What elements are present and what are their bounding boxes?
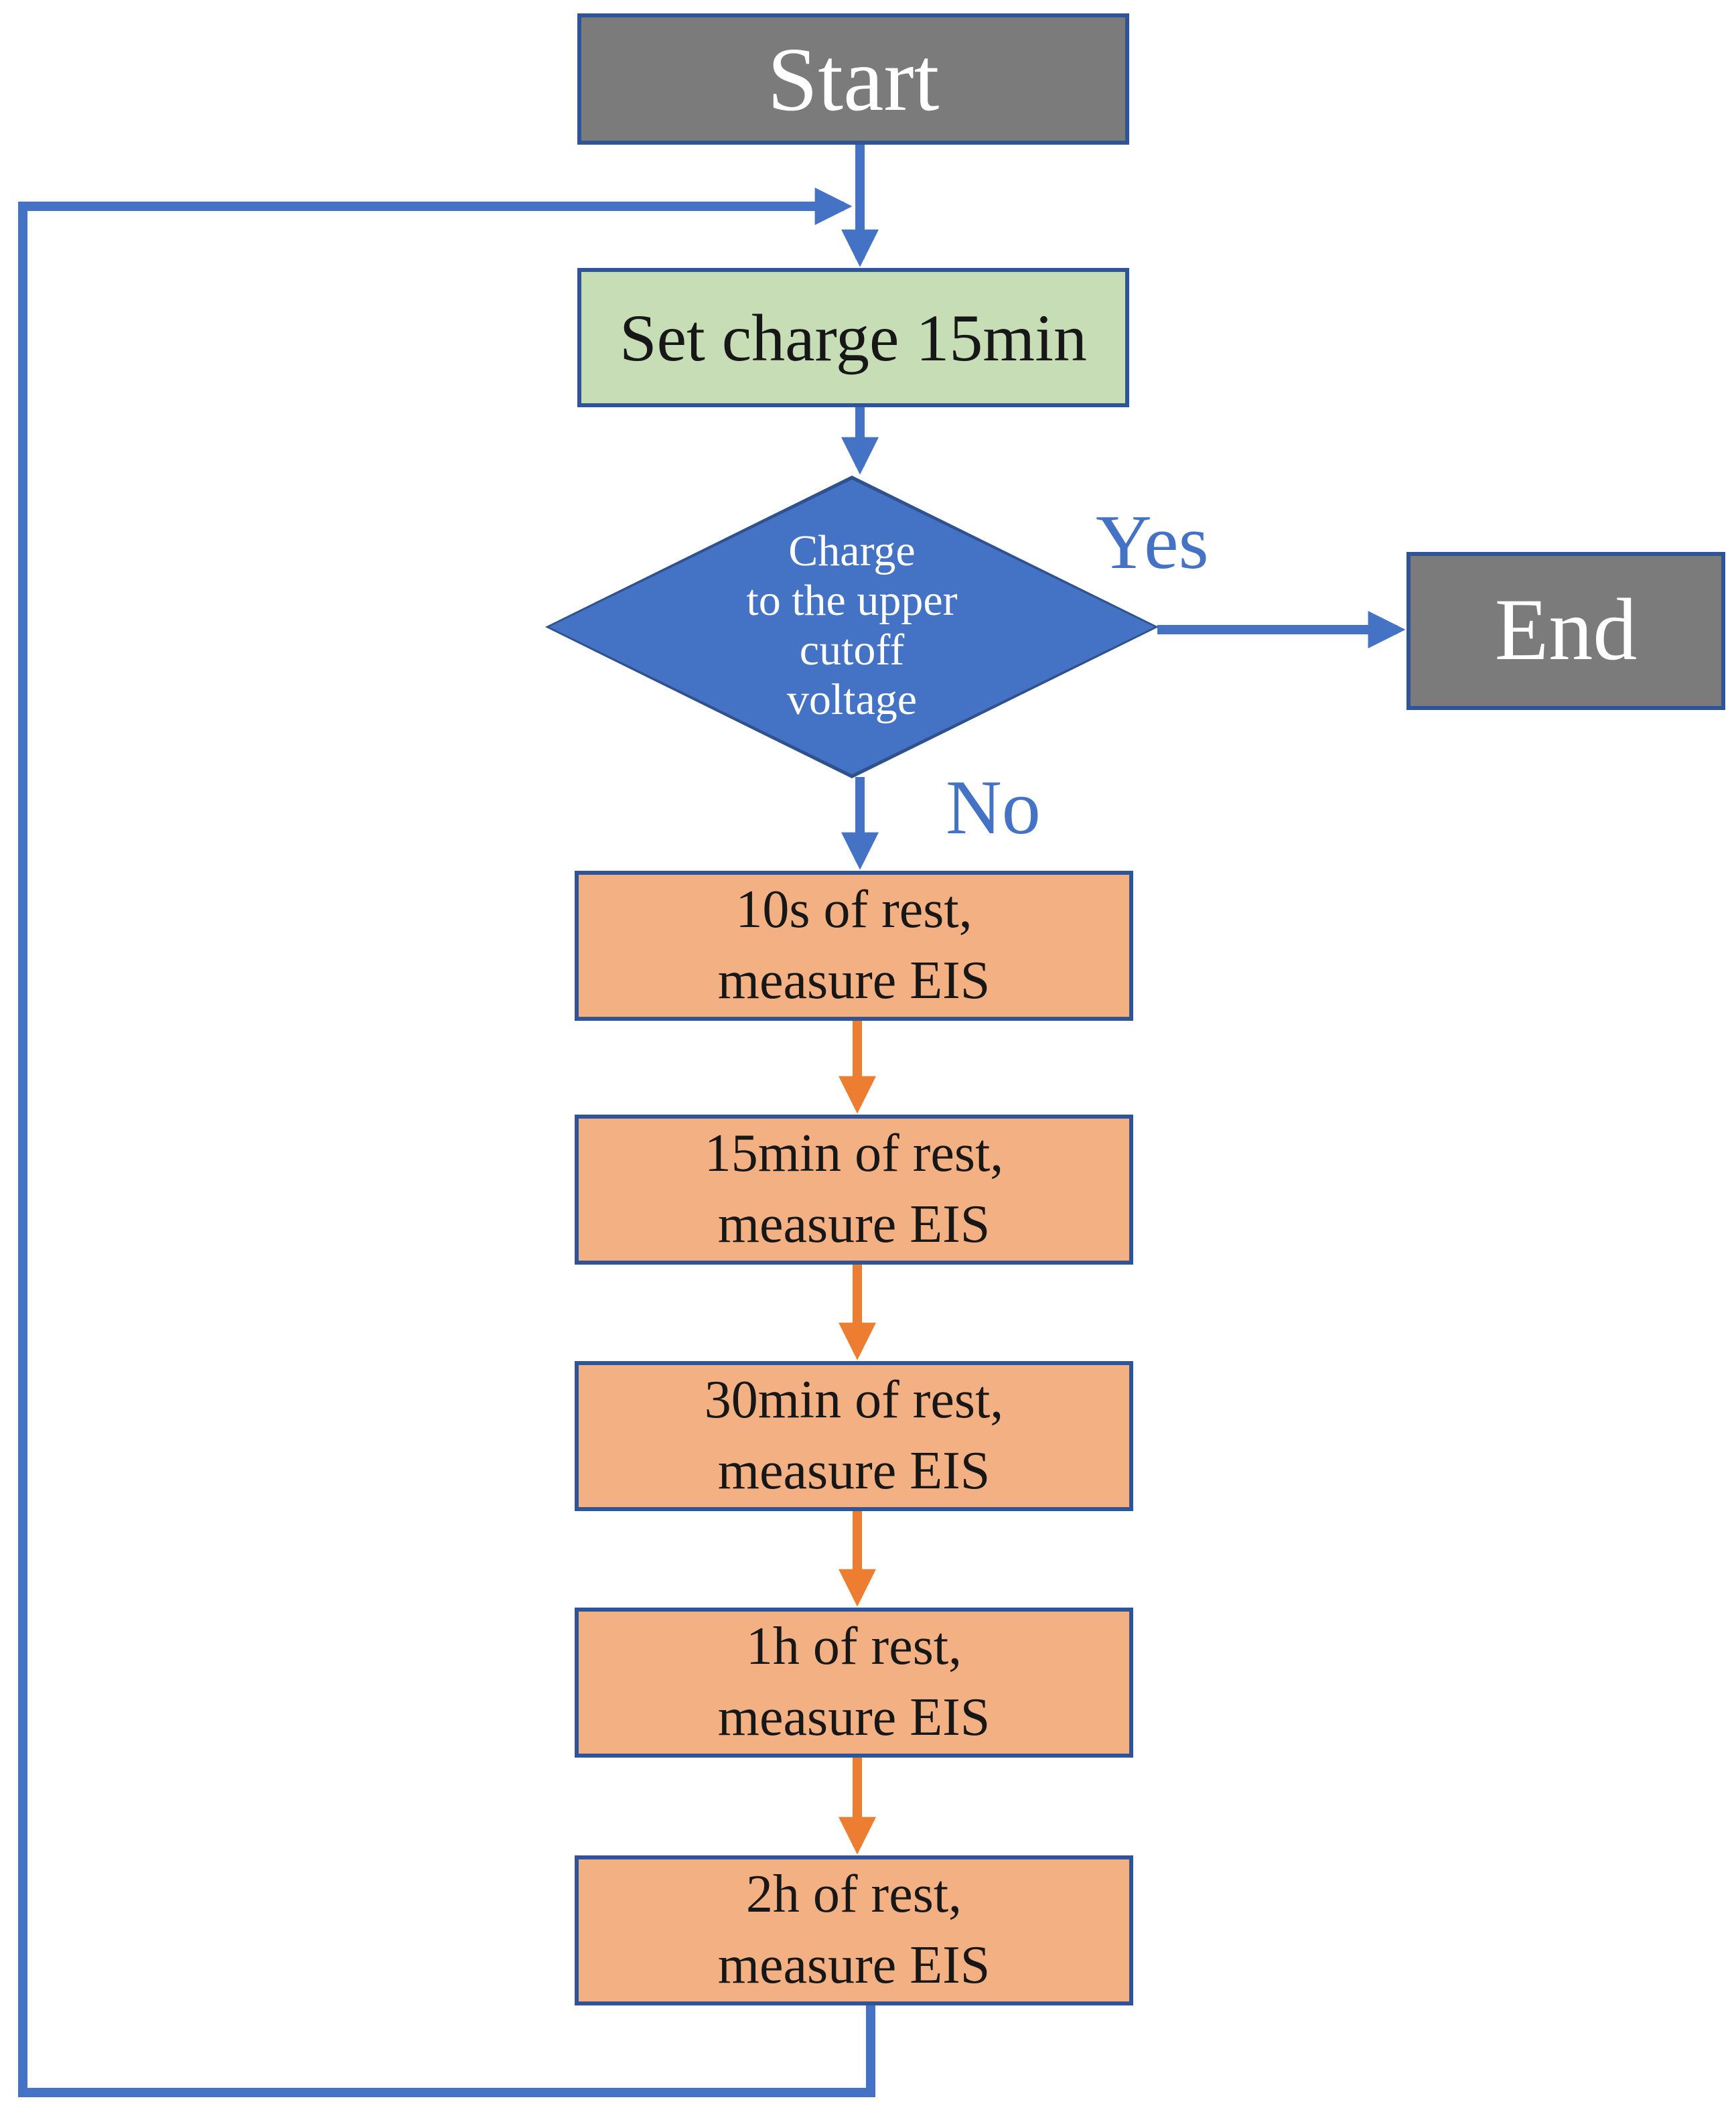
rest-node-30min: 30min of rest, measure EIS	[575, 1361, 1133, 1511]
rest-action: measure EIS	[717, 950, 991, 1010]
rest-node-2h: 2h of rest, measure EIS	[575, 1855, 1133, 2005]
set-charge-label: Set charge 15min	[620, 300, 1087, 375]
rest-node-10s: 10s of rest, measure EIS	[575, 871, 1133, 1021]
end-node: End	[1406, 552, 1725, 710]
start-label: Start	[767, 28, 940, 130]
decision-line-2: to the upper	[746, 577, 958, 626]
set-charge-node: Set charge 15min	[577, 268, 1129, 407]
rest-action: measure EIS	[717, 1934, 991, 1995]
start-node: Start	[577, 13, 1129, 145]
decision-line-1: Charge	[788, 528, 916, 577]
rest-node-15min: 15min of rest, measure EIS	[575, 1115, 1133, 1265]
rest-duration: 10s of rest,	[735, 879, 972, 940]
edge-loop-back	[18, 188, 875, 2097]
rest-duration: 2h of rest,	[745, 1863, 962, 1924]
no-branch-label: No	[946, 764, 1041, 851]
rest-action: measure EIS	[717, 1440, 991, 1500]
rest-node-1h: 1h of rest, measure EIS	[575, 1608, 1133, 1758]
end-label: End	[1494, 581, 1638, 679]
rest-duration: 1h of rest,	[745, 1616, 962, 1677]
yes-branch-label: Yes	[1096, 498, 1209, 585]
rest-duration: 30min of rest,	[704, 1369, 1004, 1430]
rest-action: measure EIS	[717, 1687, 991, 1747]
decision-line-4: voltage	[786, 676, 918, 725]
rest-duration: 15min of rest,	[704, 1123, 1004, 1184]
rest-action: measure EIS	[717, 1194, 991, 1254]
decision-line-3: cutoff	[799, 627, 905, 675]
